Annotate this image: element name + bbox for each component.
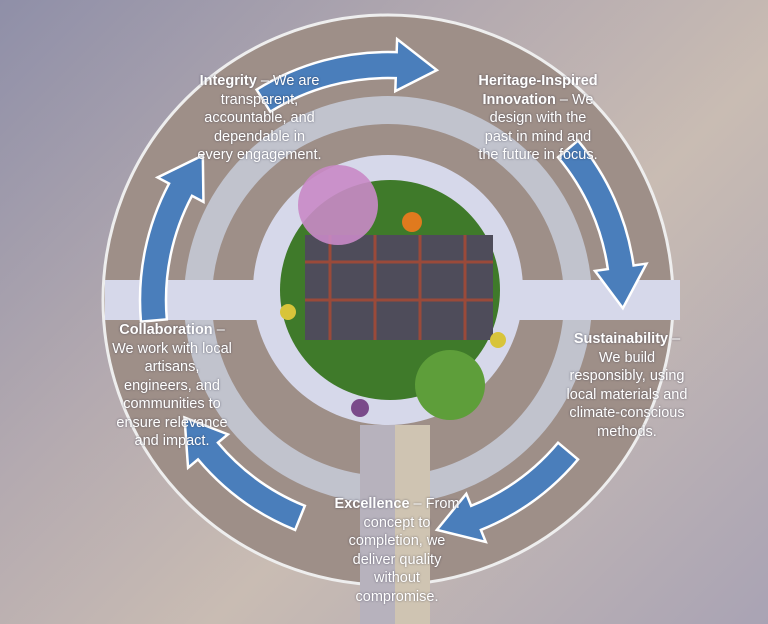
arrow-collaboration-to-integrity	[138, 153, 205, 323]
value-integrity: Integrity – We are transparent, accounta…	[197, 73, 322, 163]
pergola	[305, 235, 493, 340]
value-sustainability: Sustainability – We build responsibly, u…	[566, 331, 688, 440]
entrance-walk-edge	[395, 425, 430, 624]
arrow-innovation-to-sustainability	[556, 138, 649, 311]
shrub	[490, 332, 506, 348]
arrow-excellence-to-collaboration	[183, 415, 307, 532]
shrub	[402, 212, 422, 232]
value-collaboration: Collaboration – We work with local artis…	[112, 322, 232, 449]
green-tree	[415, 350, 485, 420]
arrow-integrity-to-innovation	[254, 36, 440, 114]
value-heritage-innovation: Heritage-Inspired Innovation – We design…	[478, 73, 598, 163]
shrub	[351, 399, 369, 417]
shrub	[280, 304, 296, 320]
flowering-tree	[298, 165, 378, 245]
arrow-sustainability-to-excellence	[434, 440, 580, 544]
value-excellence: Excellence – From concept to completion,…	[334, 496, 460, 605]
